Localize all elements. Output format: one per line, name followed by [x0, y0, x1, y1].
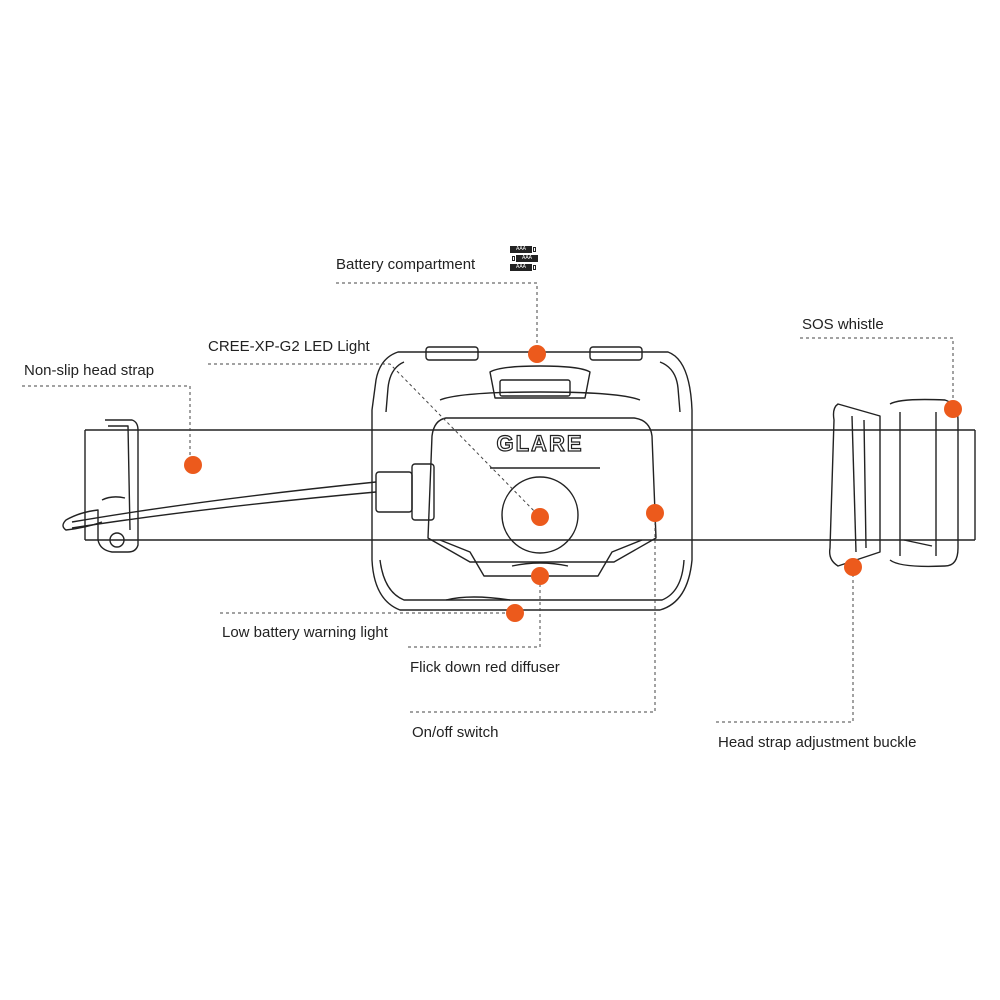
brand-logo: GLARE [497, 431, 584, 456]
battery-cell-icon: AAA [512, 255, 538, 262]
marker-low-battery-warning-light[interactable] [506, 604, 524, 622]
leader-battery-compartment [336, 282, 538, 354]
left-strap-clip [62, 419, 139, 553]
marker-head-strap-adjustment-buckle[interactable] [844, 558, 862, 576]
cable-connector [375, 463, 435, 521]
marker-non-slip-head-strap[interactable] [184, 456, 202, 474]
marker-battery-compartment[interactable] [528, 345, 546, 363]
label-cree-led-light: CREE-XP-G2 LED Light [208, 338, 370, 355]
marker-on-off-switch[interactable] [646, 504, 664, 522]
leader-flick-down-red-diffuser [408, 576, 541, 648]
marker-sos-whistle[interactable] [944, 400, 962, 418]
label-sos-whistle: SOS whistle [802, 316, 884, 333]
battery-cell-icon: AAA [510, 264, 536, 271]
power-cable [71, 481, 377, 529]
lamp-housing [371, 346, 693, 611]
label-non-slip-head-strap: Non-slip head strap [24, 362, 155, 379]
battery-cell-icon: AAA [510, 246, 536, 253]
label-battery-compartment: Battery compartment [336, 256, 476, 273]
label-on-off-switch: On/off switch [412, 724, 499, 741]
label-low-battery-warning-light: Low battery warning light [222, 624, 388, 641]
aaa-battery-orientation-icon: AAA AAA AAA [510, 246, 540, 274]
leader-non-slip-head-strap [22, 385, 191, 465]
label-head-strap-adjustment-buckle: Head strap adjustment buckle [718, 734, 917, 751]
label-flick-down-red-diffuser: Flick down red diffuser [410, 659, 560, 676]
marker-cree-led-light[interactable] [531, 508, 549, 526]
right-buckle-whistle [828, 398, 959, 568]
marker-flick-down-red-diffuser[interactable] [531, 567, 549, 585]
head-strap-band [84, 429, 976, 541]
leader-cree-led-light [208, 363, 541, 518]
leader-head-strap-adjustment-buckle [716, 567, 854, 723]
leader-sos-whistle [800, 337, 954, 409]
